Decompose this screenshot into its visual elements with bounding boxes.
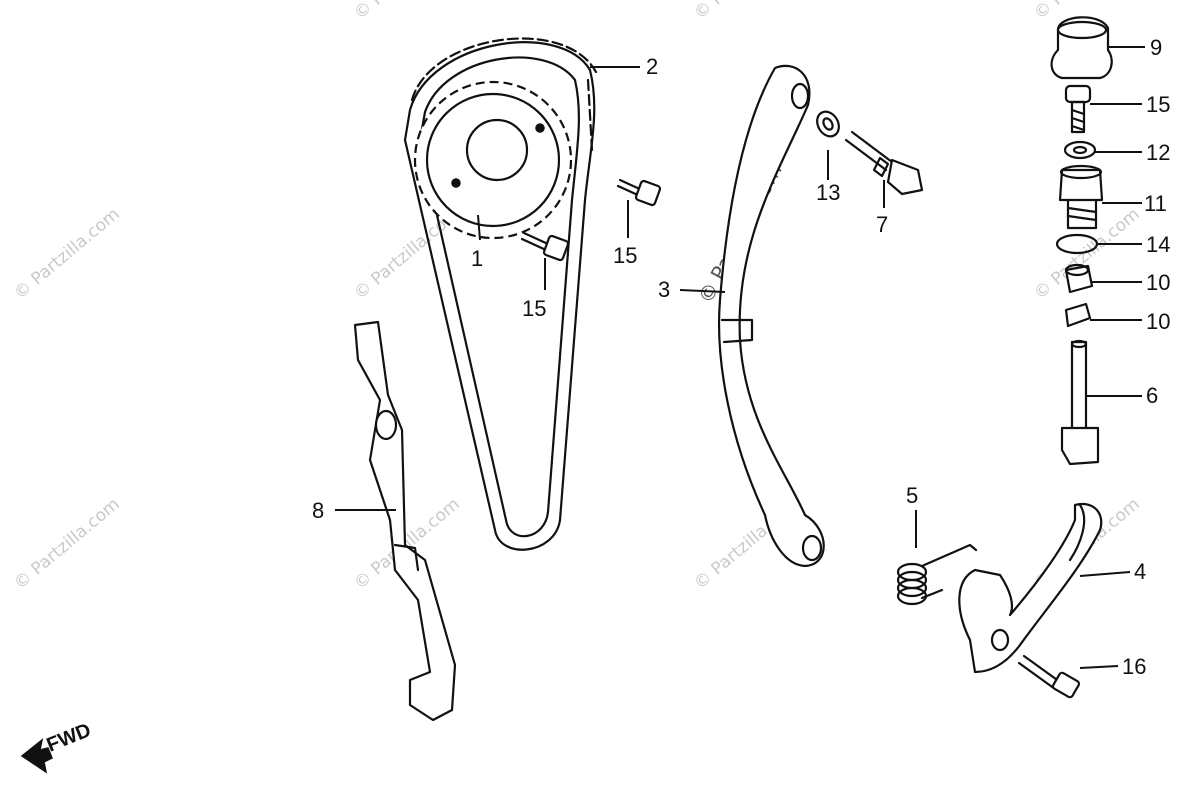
tensioner-rod-6 xyxy=(1060,339,1100,466)
bolt-16 xyxy=(1017,654,1081,699)
collar-10-top xyxy=(1064,263,1094,294)
watermark: © Partzilla.com xyxy=(690,0,803,24)
tensioner-arm-4 xyxy=(958,502,1103,674)
chain-guide-3 xyxy=(717,64,825,568)
leader-lines xyxy=(335,46,1145,669)
callout-1: 1 xyxy=(471,246,483,271)
washer-12 xyxy=(1063,140,1097,160)
forward-arrow: FWD xyxy=(20,719,94,774)
callout-13: 13 xyxy=(816,180,840,205)
callout-10-top: 10 xyxy=(1146,270,1170,295)
callout-16: 16 xyxy=(1122,654,1146,679)
bolt-15-top xyxy=(1064,84,1092,134)
callout-12: 12 xyxy=(1146,140,1170,165)
callout-4: 4 xyxy=(1134,559,1146,584)
callout-5: 5 xyxy=(906,483,918,508)
callouts: 1 2 3 4 5 6 7 8 9 10 10 11 12 13 14 15 1… xyxy=(312,35,1170,679)
bolt-7 xyxy=(844,130,924,196)
callout-15-mid: 15 xyxy=(613,243,637,268)
callout-3: 3 xyxy=(658,277,670,302)
callout-10-bottom: 10 xyxy=(1146,309,1170,334)
cam-chain xyxy=(403,37,598,551)
cam-sprocket xyxy=(413,80,573,240)
watermark: © Partzilla.com xyxy=(350,0,463,24)
watermark: © Partzilla.com xyxy=(10,204,123,304)
chain-guide-8 xyxy=(353,320,457,722)
callout-14: 14 xyxy=(1146,232,1170,257)
callout-7: 7 xyxy=(876,212,888,237)
bolt-15-left xyxy=(520,231,570,262)
fwd-label: FWD xyxy=(44,719,94,756)
callout-6: 6 xyxy=(1146,383,1158,408)
spring-5 xyxy=(896,543,978,606)
callout-11: 11 xyxy=(1144,191,1167,216)
watermark: © Partzilla.com xyxy=(10,494,123,594)
bolt-15-right xyxy=(616,178,662,207)
washer-13 xyxy=(816,110,840,138)
callout-15-left: 15 xyxy=(522,296,546,321)
collar-10-bottom xyxy=(1064,302,1092,328)
callout-8: 8 xyxy=(312,498,324,523)
callout-15-top: 15 xyxy=(1146,92,1170,117)
callout-2: 2 xyxy=(646,54,658,79)
callout-9: 9 xyxy=(1150,35,1162,60)
tensioner-cap-9 xyxy=(1050,16,1113,80)
bolt-11 xyxy=(1058,164,1104,230)
